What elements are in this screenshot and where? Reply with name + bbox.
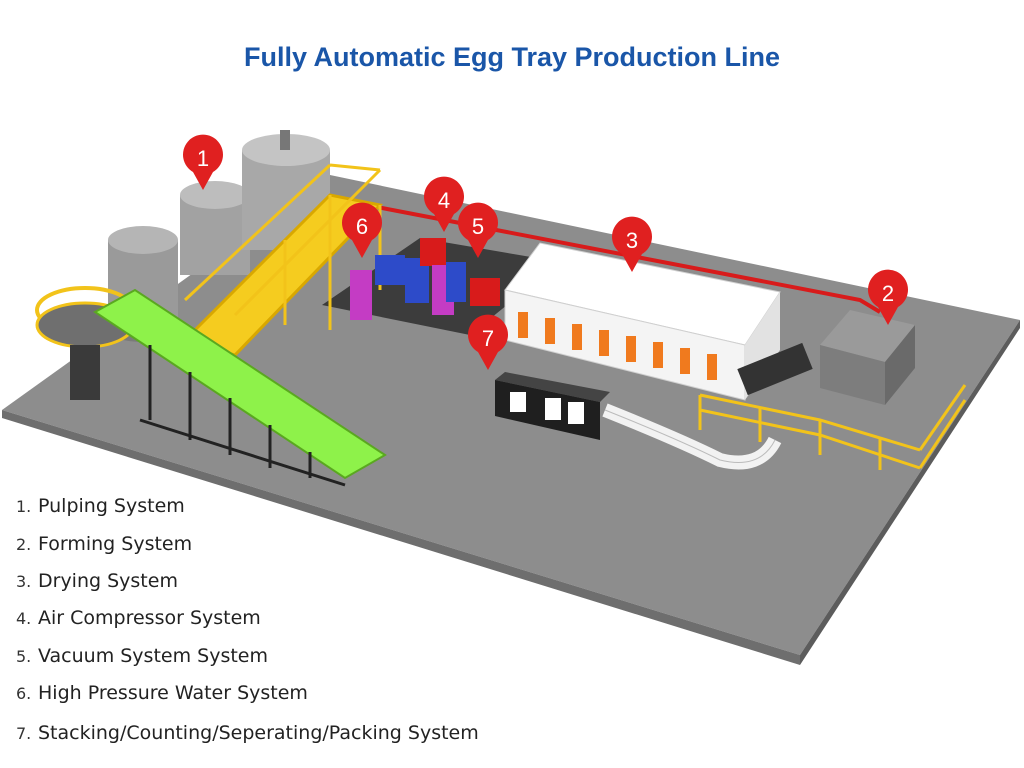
legend-item: 3. Drying System (16, 570, 479, 607)
legend-item: 1. Pulping System (16, 495, 479, 533)
legend-item: 2. Forming System (16, 533, 479, 570)
marker-4: 4 (423, 176, 465, 232)
legend-label: Vacuum System System (38, 645, 268, 667)
floor-edge (2, 410, 800, 665)
legend-label: Forming System (38, 533, 193, 555)
system-legend: 1. Pulping System 2. Forming System 3. Dryi… (16, 495, 479, 752)
marker-3: 3 (612, 216, 653, 272)
legend-number: 7. (16, 724, 32, 743)
legend-label: High Pressure Water System (38, 682, 308, 704)
legend-number: 3. (16, 572, 32, 591)
right-walkway (698, 384, 967, 470)
legend-number: 5. (16, 647, 32, 666)
legend-label: Air Compressor System (38, 607, 261, 629)
marker-7: 7 (468, 314, 508, 370)
legend-number: 2. (16, 535, 32, 554)
page-title: Fully Automatic Egg Tray Production Line (243, 42, 781, 72)
marker-3-label: 3 (626, 228, 638, 253)
marker-1: 1 (183, 134, 224, 190)
forming-machine (737, 310, 915, 405)
marker-2: 2 (868, 269, 908, 325)
control-cabinet (495, 372, 610, 440)
legend-number: 1. (16, 497, 32, 516)
legend-number: 4. (16, 609, 32, 628)
marker-6: 6 (342, 202, 382, 258)
marker-4-label: 4 (438, 188, 450, 213)
marker-1-label: 1 (197, 146, 209, 171)
legend-number: 6. (16, 684, 32, 703)
marker-5-label: 5 (472, 214, 484, 239)
pipeline (329, 196, 882, 314)
legend-item: 5. Vacuum System System (16, 645, 479, 682)
legend-item: 6. High Pressure Water System (16, 682, 479, 722)
marker-2-label: 2 (882, 281, 894, 306)
legend-item: 4. Air Compressor System (16, 607, 479, 645)
green-conveyor (93, 288, 387, 487)
legend-item: 7. Stacking/Counting/Seperating/Packing S… (16, 722, 479, 752)
legend-label: Drying System (38, 570, 178, 592)
legend-label: Stacking/Counting/Seperating/Packing Sys… (38, 722, 479, 744)
marker-7-label: 7 (482, 326, 494, 351)
marker-6-label: 6 (356, 214, 368, 239)
legend-label: Pulping System (38, 495, 185, 517)
marker-5: 5 (457, 202, 498, 258)
drying-building (504, 242, 781, 401)
compressor-equipment (350, 238, 500, 320)
